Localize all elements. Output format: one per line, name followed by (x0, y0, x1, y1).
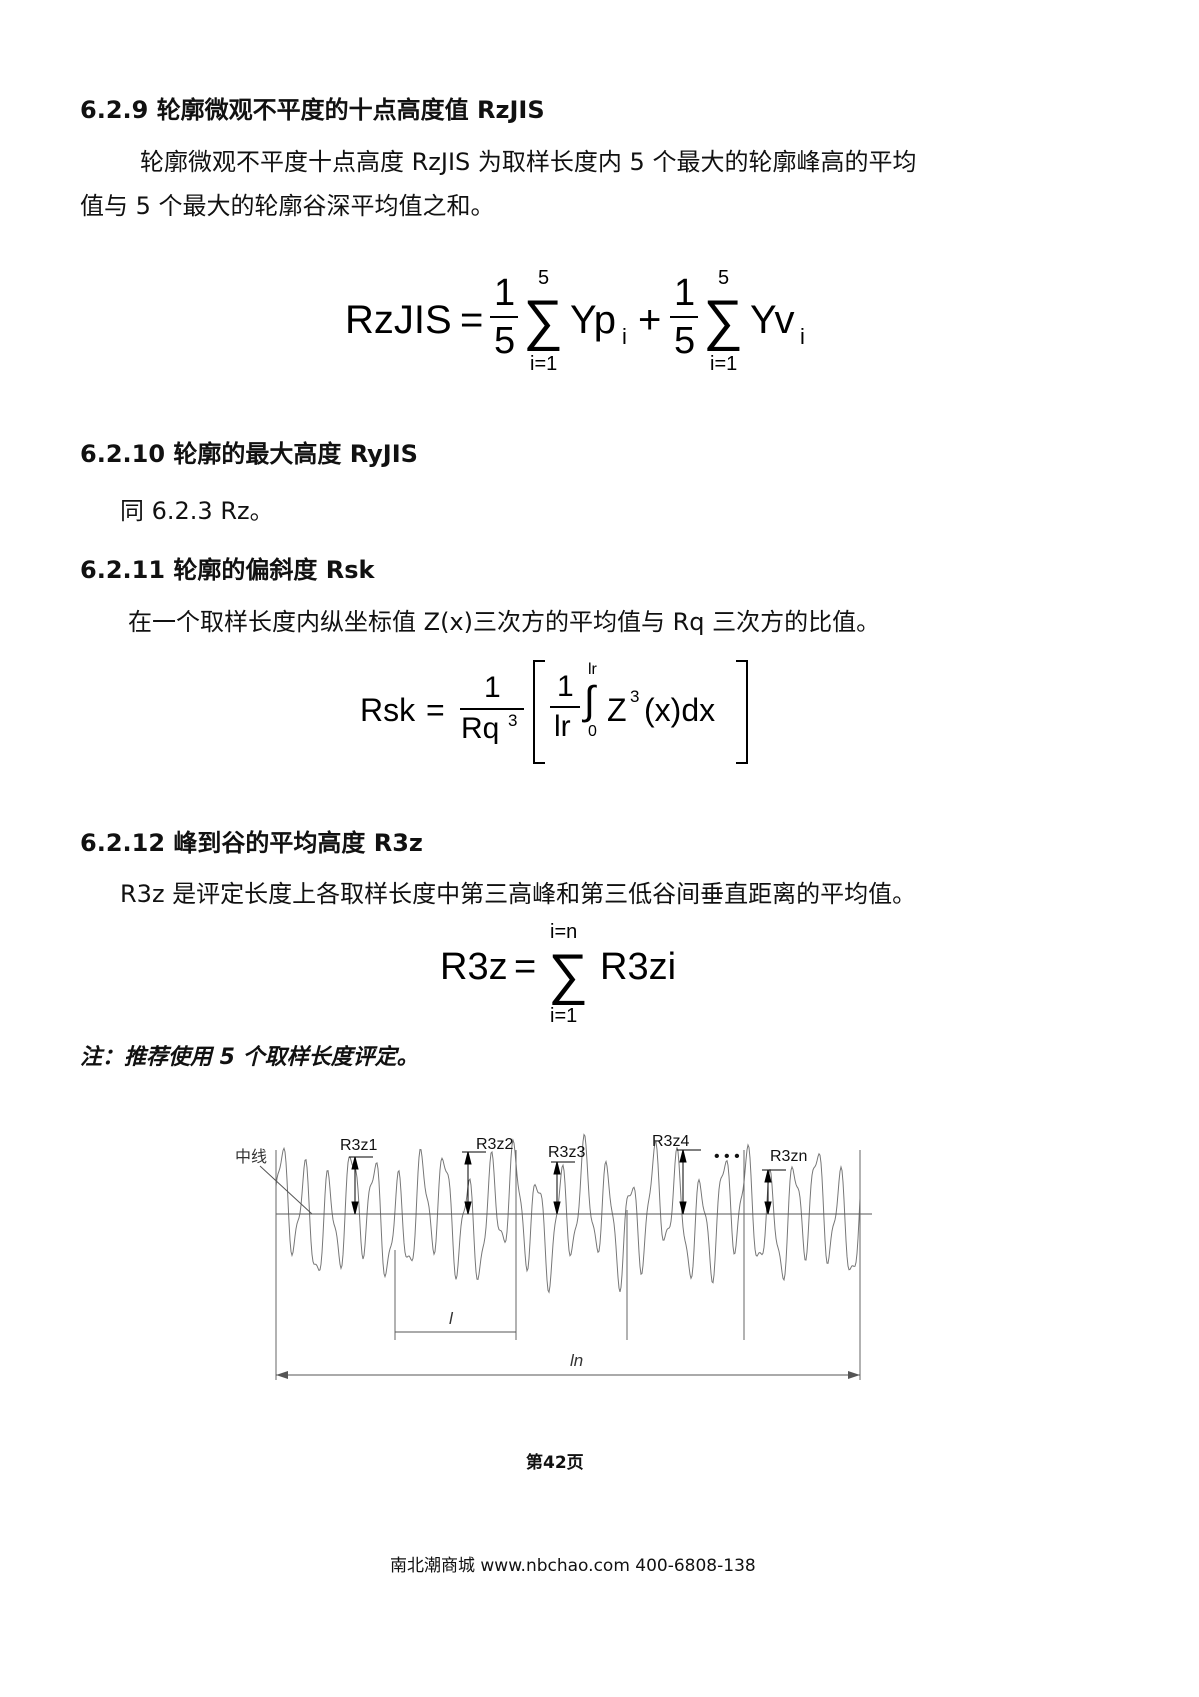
height-arrow-head (349, 1156, 373, 1215)
integrand: Z (607, 692, 627, 728)
fraction-num: 1 (494, 272, 516, 314)
integral-symbol: ∫ (584, 679, 595, 723)
paragraph-rzjis-line1: 轮廓微观不平度十点高度 RzJIS 为取样长度内 5 个最大的轮廓峰高的平均 (140, 148, 917, 176)
den-exponent: 3 (508, 711, 518, 730)
term-yp: Yp (570, 298, 616, 342)
formula-term: R3zi (600, 946, 677, 988)
integrand-arg: (x)dx (644, 692, 716, 728)
right-bracket (736, 660, 748, 764)
height-arrow-head (551, 1161, 575, 1215)
midline-label: 中线 (235, 1148, 267, 1166)
formula-eq: = (514, 946, 537, 988)
heading-6-2-10: 6.2.10 轮廓的最大高度 RyJIS (80, 440, 418, 468)
formula-plus: + (638, 298, 662, 342)
sum-lower: i=1 (530, 353, 558, 375)
label-r3zn: R3zn (770, 1148, 807, 1165)
sum-lower-2: i=1 (710, 353, 738, 375)
heading-6-2-11: 6.2.11 轮廓的偏斜度 Rsk (80, 556, 375, 584)
label-r3z3: R3z3 (548, 1144, 585, 1161)
sum-symbol: ∑ (523, 288, 563, 351)
sum-upper: 5 (538, 267, 550, 289)
sum-lower: i=1 (550, 1005, 578, 1027)
note: 注：推荐使用 5 个取样长度评定。 (80, 1045, 419, 1070)
formula-lhs: Rsk (360, 692, 416, 728)
sum-upper: i=n (550, 921, 578, 943)
fraction-den: Rq (461, 712, 500, 745)
fraction-den: 5 (494, 320, 516, 362)
sampling-length-label: l (449, 1309, 454, 1328)
heading-6-2-9: 6.2.9 轮廓微观不平度的十点高度值 RzJIS (80, 96, 545, 124)
evaluation-length-label: ln (570, 1351, 583, 1370)
label-r3z1: R3z1 (340, 1137, 377, 1154)
formula-lhs: R3z (440, 946, 508, 988)
profile-path (275, 1133, 861, 1294)
height-arrow-head (677, 1149, 701, 1215)
paragraph-r3z: R3z 是评定长度上各取样长度中第三高峰和第三低谷间垂直距离的平均值。 (120, 880, 917, 908)
height-arrow-head (762, 1169, 786, 1215)
midline-leader (259, 1165, 313, 1215)
sum-symbol-2: ∑ (703, 288, 743, 351)
sum-symbol: ∑ (548, 942, 588, 1005)
integrand-exponent: 3 (630, 687, 640, 706)
paragraph-rsk: 在一个取样长度内纵坐标值 Z(x)三次方的平均值与 Rq 三次方的比值。 (128, 608, 881, 636)
term-yp-sub: i (622, 324, 627, 349)
integral-upper: lr (588, 661, 597, 678)
ellipsis: • • • (714, 1148, 740, 1165)
inner-num: 1 (557, 670, 574, 703)
integral-lower: 0 (588, 723, 597, 740)
fraction-num-2: 1 (674, 272, 696, 314)
profile-curve (275, 1133, 861, 1294)
paragraph-ryjis: 同 6.2.3 Rz。 (120, 497, 274, 525)
label-r3z2: R3z2 (476, 1136, 513, 1153)
formula-lhs: RzJIS (345, 298, 452, 342)
sampling-dividers (275, 1150, 861, 1380)
term-yv: Yv (750, 298, 795, 342)
page-number: 第42页 (526, 1453, 584, 1473)
footer-text: 南北潮商城 www.nbchao.com 400-6808-138 (390, 1556, 756, 1576)
paragraph-rzjis-line2: 值与 5 个最大的轮廓谷深平均值之和。 (80, 192, 495, 220)
sum-upper-2: 5 (718, 267, 730, 289)
inner-den: lr (554, 710, 571, 743)
left-bracket (533, 660, 545, 764)
fraction-den-2: 5 (674, 320, 696, 362)
fraction-num: 1 (484, 671, 501, 704)
formula-eq: = (460, 298, 484, 342)
term-yv-sub: i (800, 324, 805, 349)
label-r3z4: R3z4 (652, 1133, 689, 1150)
height-arrow-head (462, 1151, 486, 1215)
heading-6-2-12: 6.2.12 峰到谷的平均高度 R3z (80, 829, 423, 857)
formula-eq: = (426, 692, 445, 728)
